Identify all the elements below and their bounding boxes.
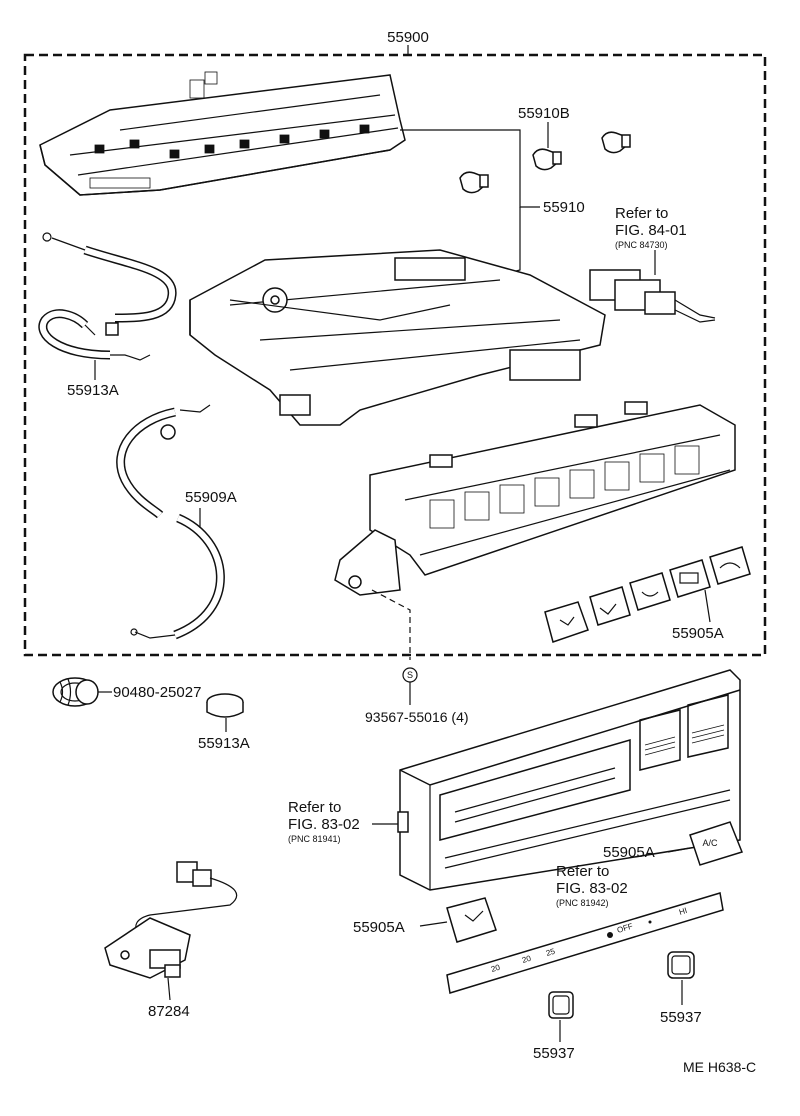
ref-8302b-line3: (PNC 81942) [556, 898, 609, 908]
button-4 [669, 559, 711, 598]
part-label-93567: 93567-55016 (4) [365, 709, 469, 725]
control-panel-face [397, 669, 741, 891]
screw-symbol-letter: S [407, 670, 413, 680]
scale-20b: 20 [521, 954, 533, 965]
lever-knob [446, 897, 497, 943]
ac-button-label: A/C [702, 838, 718, 848]
ref-8401-line3: (PNC 84730) [615, 240, 668, 250]
control-cable-lower [116, 404, 225, 640]
button-2 [589, 586, 631, 626]
control-panel-housing [334, 401, 736, 596]
part-label-55937-right: 55937 [660, 1009, 702, 1026]
scale-hi: HI [678, 906, 688, 917]
push-buttons-row [544, 546, 751, 643]
part-label-55905A-ac: 55905A [603, 844, 655, 861]
ref-fig-83-02-b: Refer to FIG. 83-02 (PNC 81942) [556, 863, 628, 908]
slide-knob-right [667, 951, 695, 979]
part-label-90480: 90480-25027 [113, 684, 201, 701]
scale-25: 25 [545, 947, 557, 958]
lever-frame-top [39, 71, 406, 196]
ref-8302b-line2: FIG. 83-02 [556, 880, 628, 897]
part-label-55909A: 55909A [185, 489, 237, 506]
ref-8401-line1: Refer to [615, 205, 668, 222]
control-base-frame [189, 249, 606, 426]
assembly-boundary: 55900 [23, 29, 767, 657]
figure-code: ME H638-C [683, 1059, 756, 1075]
ref-8302a-line2: FIG. 83-02 [288, 816, 360, 833]
scale-20a: 20 [490, 963, 502, 974]
button-3 [629, 572, 671, 611]
ref-fig-83-02-a: Refer to FIG. 83-02 (PNC 81941) [288, 799, 398, 844]
button-5 [709, 546, 751, 585]
ref-8302a-line1: Refer to [288, 799, 341, 816]
part-label-55905A-lever: 55905A [353, 919, 405, 936]
blower-switch-87284 [104, 861, 238, 979]
part-label-55905A-buttons: 55905A [672, 625, 724, 642]
assembly-number-label: 55900 [387, 29, 429, 46]
temperature-scale-strip: 20 20 25 OFF HI [446, 892, 724, 994]
ref-8302b-line1: Refer to [556, 863, 609, 880]
ac-button: A/C [689, 821, 743, 866]
grommet-90480 [52, 677, 99, 707]
grommet-55913A [206, 693, 244, 718]
part-label-55910B: 55910B [518, 105, 570, 122]
ref-8401-line2: FIG. 84-01 [615, 222, 687, 239]
bulb-socket-1 [532, 148, 562, 171]
part-label-55910: 55910 [543, 199, 585, 216]
part-label-55913A-grommet: 55913A [198, 735, 250, 752]
wiring-connector [589, 269, 716, 323]
ref-8302a-line3: (PNC 81941) [288, 834, 341, 844]
part-label-87284: 87284 [148, 1003, 190, 1020]
bulb-socket-3 [459, 171, 489, 194]
control-cable-upper [38, 232, 177, 361]
ref-fig-84-01: Refer to FIG. 84-01 (PNC 84730) [615, 205, 687, 275]
part-label-55913A-cable: 55913A [67, 382, 119, 399]
screw-symbol: S [402, 667, 418, 683]
slide-knob-bottom [548, 991, 574, 1019]
button-1 [544, 601, 589, 643]
bulb-socket-2 [601, 131, 631, 154]
part-label-55937-bottom: 55937 [533, 1045, 575, 1062]
